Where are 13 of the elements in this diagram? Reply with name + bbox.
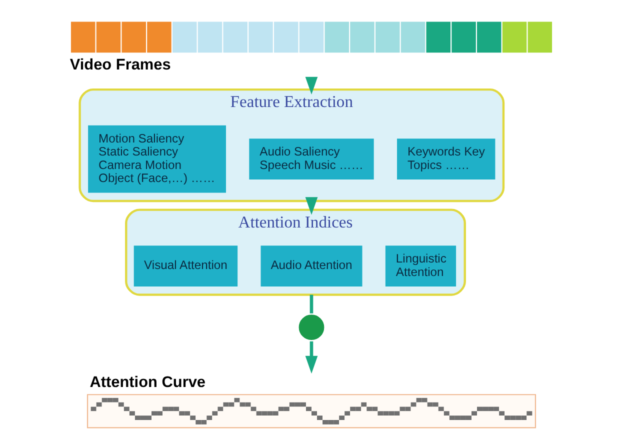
node-box: Keywords Key Topics ……: [397, 138, 496, 179]
node-box: Audio Attention: [260, 245, 362, 286]
node-circle: [296, 312, 326, 342]
node-box: Linguistic Attention: [385, 245, 456, 286]
node-label: Attention Curve: [90, 374, 206, 391]
node-box: Audio Saliency Speech Music ……: [249, 138, 374, 179]
node-box: Visual Attention: [134, 245, 238, 286]
connector: [310, 294, 314, 313]
node-label: Video Frames: [70, 56, 171, 73]
node-box: Motion Saliency Static Saliency Camera Motion Object (Face,…) ……: [88, 124, 226, 192]
arrow: [305, 196, 318, 214]
arrow: [305, 76, 318, 94]
arrow: [305, 340, 318, 374]
